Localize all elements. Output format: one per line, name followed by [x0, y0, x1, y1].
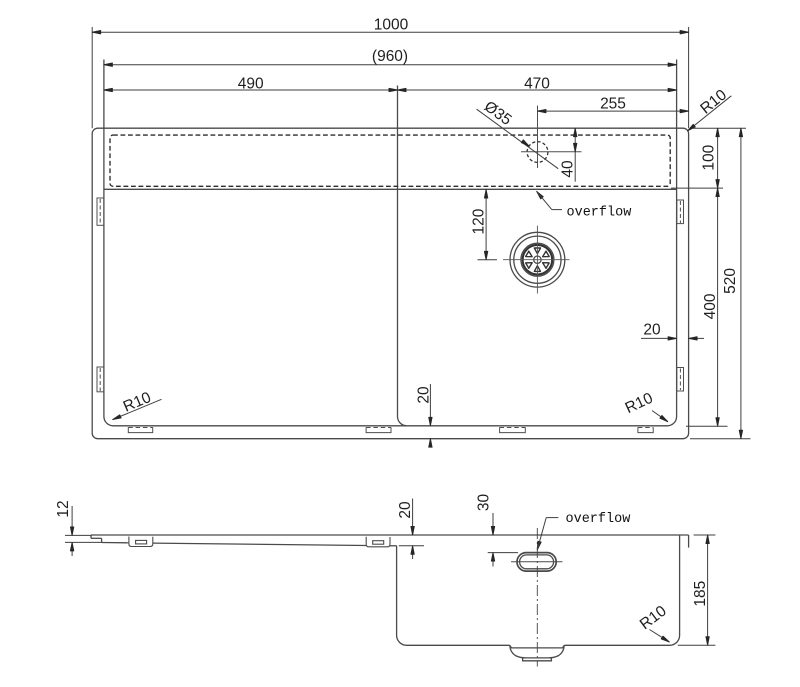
svg-text:20: 20	[643, 322, 661, 339]
svg-text:(960): (960)	[372, 48, 408, 65]
svg-text:490: 490	[238, 75, 264, 92]
svg-text:overflow: overflow	[567, 206, 632, 221]
svg-text:520: 520	[722, 268, 739, 294]
svg-text:470: 470	[524, 75, 550, 92]
svg-text:20: 20	[416, 386, 433, 404]
svg-text:12: 12	[55, 500, 72, 517]
svg-text:120: 120	[470, 208, 487, 234]
svg-text:20: 20	[397, 501, 414, 519]
svg-text:100: 100	[700, 144, 717, 170]
svg-text:185: 185	[692, 581, 709, 607]
svg-text:40: 40	[559, 160, 576, 178]
svg-text:overflow: overflow	[566, 512, 631, 527]
svg-text:1000: 1000	[374, 17, 409, 34]
svg-text:30: 30	[476, 494, 493, 512]
svg-text:255: 255	[600, 95, 626, 112]
svg-text:400: 400	[702, 293, 719, 319]
